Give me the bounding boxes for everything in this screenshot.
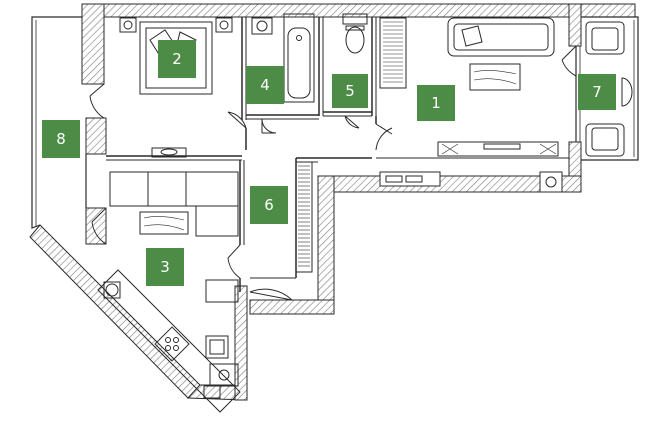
toilet-tank xyxy=(342,13,368,25)
washer xyxy=(209,363,239,387)
room-label-kitchen: 3 xyxy=(146,248,184,286)
armchair-top xyxy=(585,21,625,55)
wardrobe-hall xyxy=(295,161,313,273)
room-number: 2 xyxy=(172,50,182,68)
sofa-living xyxy=(447,17,555,57)
room-label-balcony-right: 7 xyxy=(578,74,616,110)
door-balcony-left-top xyxy=(89,83,105,119)
room-labels: 1 2 3 4 5 6 7 8 xyxy=(42,40,616,286)
coffee-table xyxy=(469,63,521,91)
room-label-living: 1 xyxy=(417,85,455,121)
wall-left-pier xyxy=(85,117,107,155)
room-label-badge xyxy=(332,74,368,108)
room-number: 7 xyxy=(592,83,602,101)
room-label-badge xyxy=(417,85,455,121)
door-bedroom xyxy=(227,111,247,129)
room-label-badge xyxy=(578,74,616,110)
room-number: 3 xyxy=(160,258,170,276)
kitchen-table xyxy=(139,211,189,235)
wardrobe-living xyxy=(379,17,407,89)
room-label-hall: 6 xyxy=(250,186,288,224)
bedroom-desk xyxy=(151,147,187,158)
wall-right-upper xyxy=(568,3,582,47)
balconies xyxy=(31,16,639,229)
room-number: 4 xyxy=(260,76,270,94)
room-label-bathroom: 4 xyxy=(246,66,284,104)
furniture xyxy=(97,13,633,413)
boiler xyxy=(539,171,563,193)
wall-left-lower xyxy=(85,207,107,245)
room-number: 1 xyxy=(431,94,441,112)
wall-left-upper xyxy=(81,3,105,85)
wall-kitchen-right xyxy=(234,285,248,401)
toilet xyxy=(345,26,365,54)
sofa-kitchen xyxy=(109,171,239,207)
wall-hall-bottom xyxy=(249,299,335,315)
room-label-balcony-left: 8 xyxy=(42,120,80,158)
door-balcony-left-bottom xyxy=(91,207,107,245)
fridge xyxy=(205,279,239,303)
bed xyxy=(139,21,213,95)
room-label-badge xyxy=(146,248,184,286)
doors xyxy=(89,45,577,301)
room-number: 5 xyxy=(345,82,355,100)
room-label-wc: 5 xyxy=(332,74,368,108)
door-living xyxy=(375,123,393,151)
tv-stand xyxy=(437,141,559,157)
room-label-badge xyxy=(250,186,288,224)
room-label-badge xyxy=(42,120,80,158)
balcony-table xyxy=(621,77,633,107)
bathtub xyxy=(283,13,315,103)
door-wc xyxy=(344,115,360,129)
room-number: 6 xyxy=(264,196,274,214)
nightstand-left xyxy=(119,17,137,33)
sink-bath xyxy=(251,17,273,35)
radiator-step xyxy=(379,171,441,187)
room-number: 8 xyxy=(56,130,66,148)
door-kitchen xyxy=(227,244,241,279)
door-entry xyxy=(249,288,293,301)
room-label-badge xyxy=(246,66,284,104)
door-balcony-right xyxy=(561,45,577,77)
balcony-left-outline xyxy=(31,16,82,229)
kitchen-sink xyxy=(205,335,229,359)
door-bath xyxy=(261,118,277,134)
wall-top xyxy=(81,3,636,18)
balcony-right-outline xyxy=(581,16,639,161)
room-label-badge xyxy=(158,40,196,78)
room-label-bedroom: 2 xyxy=(158,40,196,78)
armchair-bottom xyxy=(585,123,625,157)
wall-hall-right xyxy=(317,175,335,315)
kitchen-counter xyxy=(97,269,241,413)
nightstand-right xyxy=(215,17,233,33)
walls xyxy=(29,3,636,401)
